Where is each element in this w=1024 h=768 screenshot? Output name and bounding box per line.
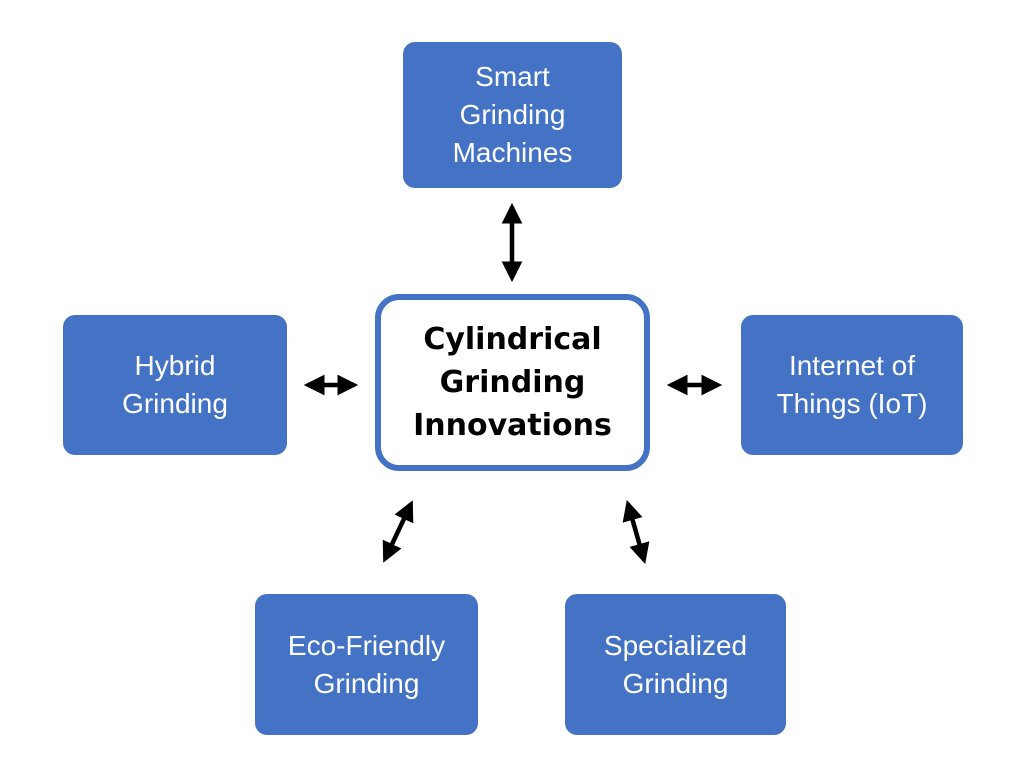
node-hybrid-grinding: Hybrid Grinding bbox=[63, 315, 287, 455]
node-smart-grinding-machines: Smart Grinding Machines bbox=[403, 42, 622, 188]
node-cylindrical-grinding-innovations: Cylindrical Grinding Innovations bbox=[375, 294, 650, 471]
connector-bottom-right-arrow bbox=[622, 500, 650, 564]
node-label-eco-friendly-grinding: Eco-Friendly Grinding bbox=[287, 629, 446, 699]
connector-bottom-left-arrow bbox=[382, 500, 414, 563]
node-label-smart-grinding-machines: Smart Grinding Machines bbox=[452, 61, 573, 168]
node-label-hybrid-grinding: Hybrid Grinding bbox=[122, 350, 228, 419]
node-specialized-grinding: Specialized Grinding bbox=[565, 594, 786, 735]
node-label-internet-of-things: Internet of Things (IoT) bbox=[776, 350, 928, 419]
node-internet-of-things: Internet of Things (IoT) bbox=[741, 315, 963, 455]
node-eco-friendly-grinding: Eco-Friendly Grinding bbox=[255, 594, 478, 735]
node-label-specialized-grinding: Specialized Grinding bbox=[603, 629, 748, 699]
node-label-cylindrical-grinding-innovations: Cylindrical Grinding Innovations bbox=[413, 322, 612, 443]
